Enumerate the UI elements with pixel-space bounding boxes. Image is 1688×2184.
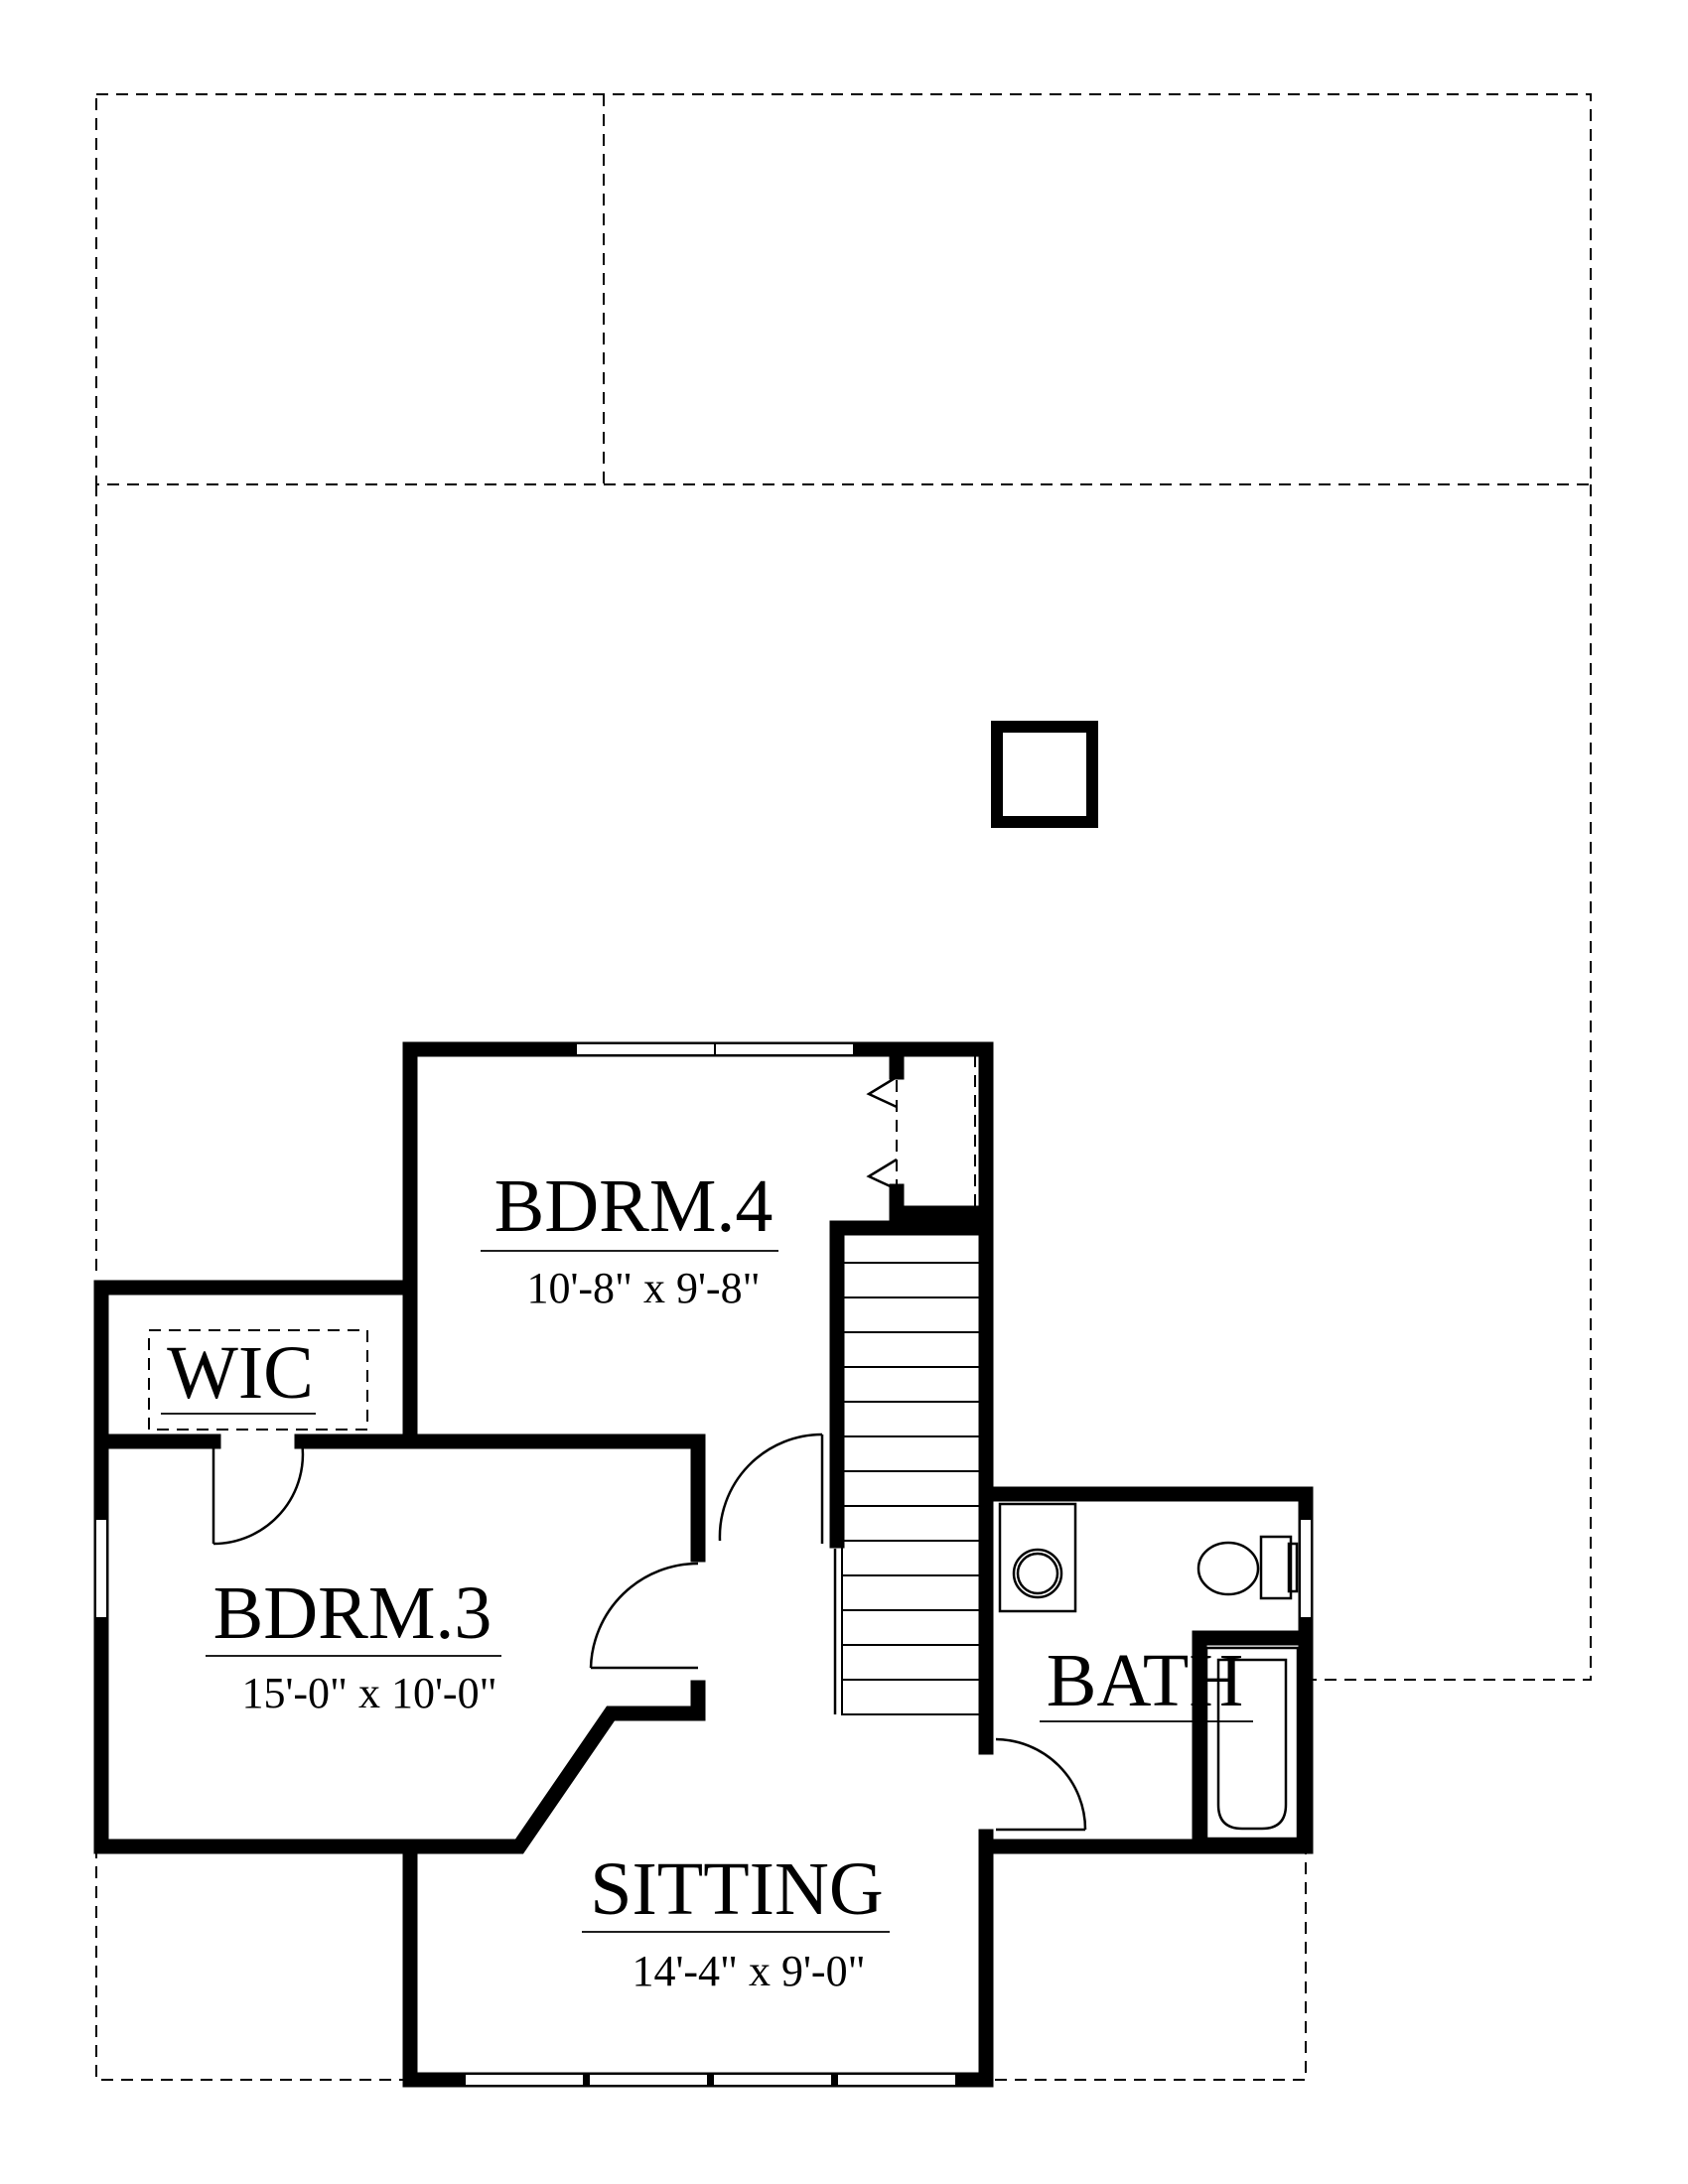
room-size-sitting: 14'-4" x 9'-0"	[632, 1947, 865, 1995]
bathtub-icon	[1204, 1646, 1300, 1841]
room-size-bdrm3: 15'-0" x 10'-0"	[241, 1669, 496, 1717]
room-sitting: SITTING 14'-4" x 9'-0"	[582, 1847, 890, 1995]
room-name-wic: WIC	[167, 1331, 314, 1415]
room-bdrm3: BDRM.3 15'-0" x 10'-0"	[206, 1571, 501, 1717]
room-size-bdrm4: 10'-8" x 9'-8"	[526, 1264, 760, 1312]
stair	[833, 1227, 982, 1715]
chimney	[991, 721, 1098, 828]
room-name-sitting: SITTING	[590, 1847, 884, 1931]
room-bath: BATH	[1040, 1639, 1253, 1722]
bath-fixtures	[998, 1502, 1300, 1841]
room-name-bdrm4: BDRM.4	[494, 1164, 774, 1248]
toilet-icon	[1196, 1541, 1260, 1596]
room-name-bath: BATH	[1047, 1639, 1243, 1722]
roof-outline	[95, 93, 1592, 2081]
walls	[93, 1041, 1314, 2088]
doors	[211, 1075, 1087, 1832]
windows	[94, 1042, 1313, 2087]
room-wic: WIC	[161, 1331, 316, 1415]
room-bdrm4: BDRM.4 10'-8" x 9'-8"	[481, 1164, 778, 1312]
sink-icon	[1012, 1548, 1063, 1599]
wic-shelf	[148, 1329, 368, 1431]
bdrm4-closet	[896, 1053, 976, 1214]
room-name-bdrm3: BDRM.3	[213, 1571, 492, 1655]
